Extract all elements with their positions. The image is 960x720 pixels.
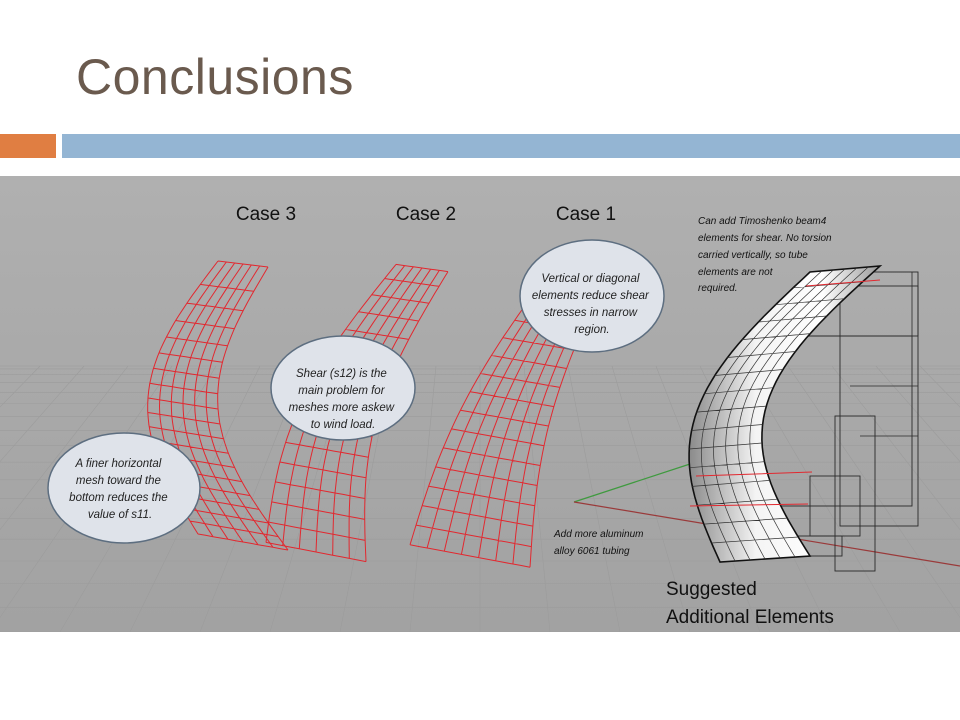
- accent-bar-blue: [62, 134, 960, 158]
- slide-title: Conclusions: [76, 48, 354, 106]
- mesh-figure: Case 3 Case 2 Case 1 A finer horizontal …: [0, 176, 960, 632]
- case2-label: Case 2: [396, 204, 456, 225]
- accent-bar-orange: [0, 134, 56, 158]
- case3-label: Case 3: [236, 204, 296, 225]
- case1-label: Case 1: [556, 204, 616, 225]
- bubble-case3: [48, 433, 200, 543]
